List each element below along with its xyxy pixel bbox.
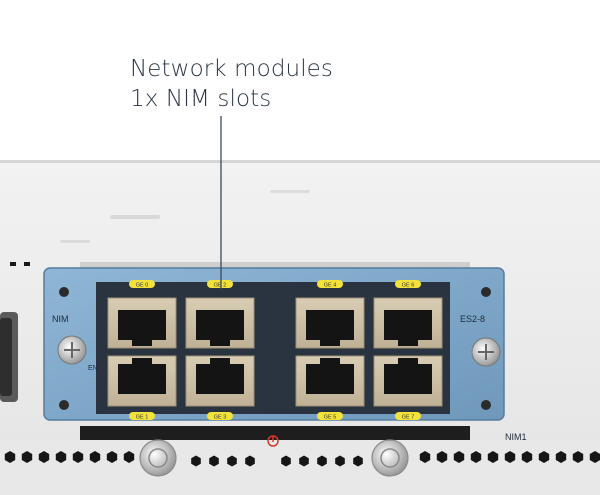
bottom-thumbscrew-left <box>139 439 177 477</box>
model-label: ES2-8 <box>460 314 485 324</box>
vent-hole <box>38 451 50 463</box>
vent-hole <box>55 451 67 463</box>
rj45-port[interactable] <box>185 355 255 407</box>
svg-text:GE 2: GE 2 <box>214 283 227 289</box>
slot-label: NIM1 <box>505 432 527 442</box>
svg-text:GE 7: GE 7 <box>402 415 415 421</box>
vent-hole <box>353 455 363 467</box>
slot-gap <box>80 426 470 440</box>
svg-text:GE 4: GE 4 <box>324 283 337 289</box>
vent-hole <box>572 451 584 463</box>
svg-text:GE 1: GE 1 <box>136 415 149 421</box>
vent-hole <box>21 451 33 463</box>
port-label-top: GE 2 <box>207 280 233 289</box>
left-thumbscrew <box>57 335 87 365</box>
nim-label: NIM <box>52 314 69 324</box>
vent-hole <box>470 451 482 463</box>
vent-hole <box>453 451 465 463</box>
rj45-port[interactable] <box>107 297 177 349</box>
rj45-port-grid: GE 0 GE 1 GE 2 GE 3 GE 4 GE 5 GE 6 GE 7 <box>107 280 443 421</box>
mounting-holes <box>59 287 491 410</box>
svg-text:GE 3: GE 3 <box>214 415 227 421</box>
port-label-bottom: GE 3 <box>207 412 233 421</box>
vent-hole <box>487 451 499 463</box>
vent-holes <box>4 451 600 467</box>
port-label-bottom: GE 5 <box>317 412 343 421</box>
port-label-top: GE 4 <box>317 280 343 289</box>
vent-hole <box>538 451 550 463</box>
rj45-port[interactable] <box>373 297 443 349</box>
port-label-top: GE 0 <box>129 280 155 289</box>
vent-hole <box>191 455 201 467</box>
en-label: EN <box>88 365 98 372</box>
vent-hole <box>419 451 431 463</box>
vent-hole <box>521 451 533 463</box>
vent-hole <box>4 451 16 463</box>
rj45-port[interactable] <box>295 355 365 407</box>
vent-hole <box>245 455 255 467</box>
rj45-port[interactable] <box>107 355 177 407</box>
vent-hole <box>504 451 516 463</box>
callout-line-2: 1x NIM slots <box>130 86 272 112</box>
svg-text:GE 6: GE 6 <box>402 283 415 289</box>
vent-hole <box>72 451 84 463</box>
rj45-port[interactable] <box>295 297 365 349</box>
vent-hole <box>317 455 327 467</box>
vent-hole <box>123 451 135 463</box>
vent-hole <box>299 455 309 467</box>
vent-hole <box>227 455 237 467</box>
vent-hole <box>335 455 345 467</box>
port-label-bottom: GE 1 <box>129 412 155 421</box>
vent-hole <box>589 451 600 463</box>
rj45-port[interactable] <box>185 297 255 349</box>
bottom-thumbscrew-right <box>371 439 409 477</box>
svg-text:GE 5: GE 5 <box>324 415 337 421</box>
port-label-bottom: GE 7 <box>395 412 421 421</box>
port-label-top: GE 6 <box>395 280 421 289</box>
vent-hole <box>106 451 118 463</box>
svg-text:GE 0: GE 0 <box>136 283 149 289</box>
callout-line-1: Network modules <box>130 56 334 82</box>
slot-rail <box>80 262 470 272</box>
rj45-port[interactable] <box>373 355 443 407</box>
vent-hole <box>281 455 291 467</box>
vent-hole <box>555 451 567 463</box>
right-thumbscrew <box>471 337 501 367</box>
callout-text: Network modules 1x NIM slots <box>130 54 333 114</box>
vent-hole <box>89 451 101 463</box>
vent-hole <box>209 455 219 467</box>
vent-hole <box>436 451 448 463</box>
power-symbol-icon <box>267 435 279 447</box>
